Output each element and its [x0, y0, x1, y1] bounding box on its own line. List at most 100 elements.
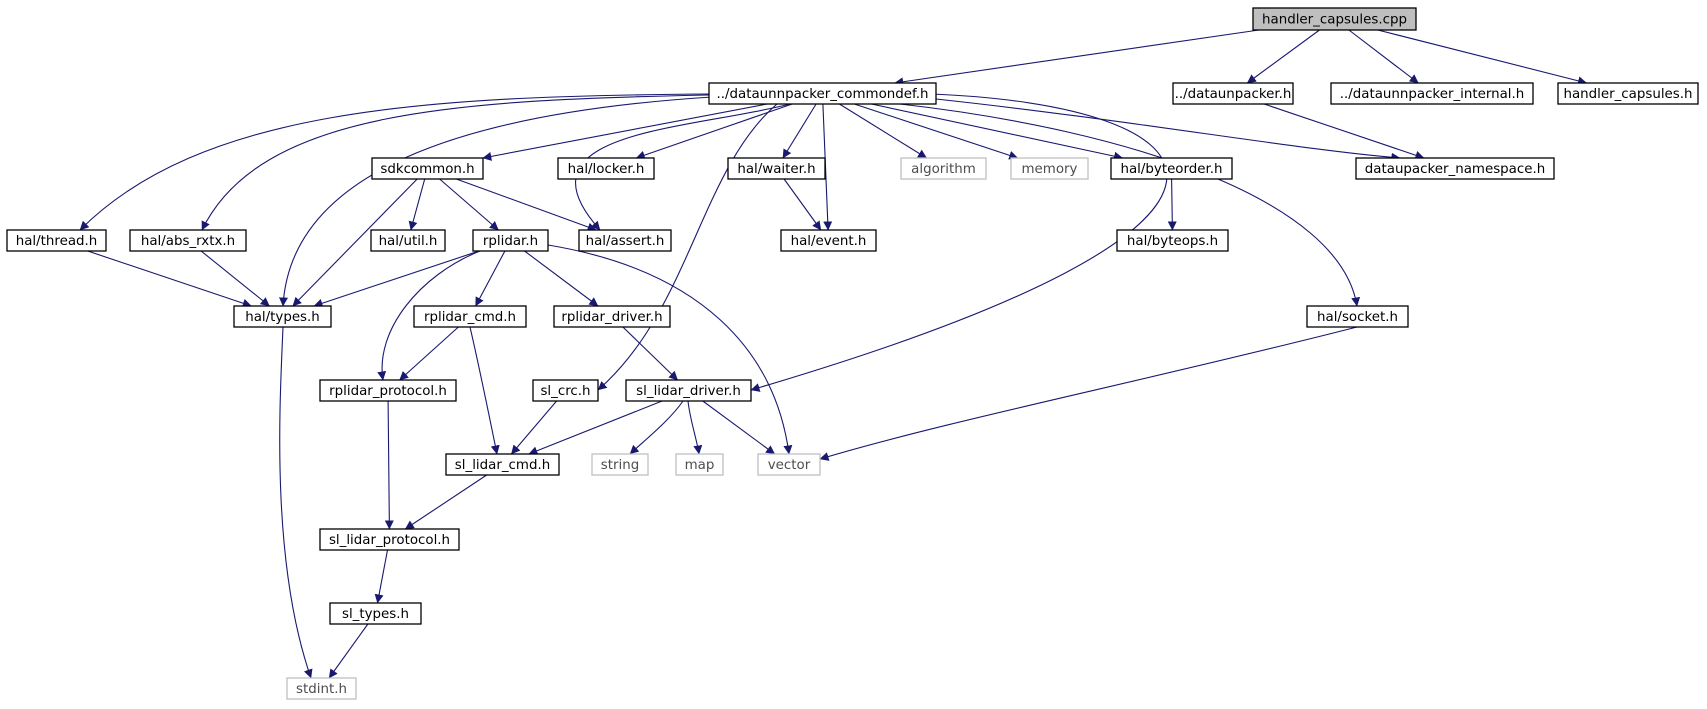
node-rplidar[interactable]: rplidar.h: [472, 229, 549, 252]
node-label: sl_crc.h: [540, 384, 590, 399]
node-box: [329, 602, 422, 625]
node-box: [1306, 305, 1409, 328]
node-label: rplidar_protocol.h: [329, 384, 447, 399]
node-label: handler_capsules.h: [1563, 87, 1692, 102]
node-box: [1355, 157, 1555, 180]
node-stdint: stdint.h: [286, 677, 357, 700]
node-label: stdint.h: [296, 682, 347, 697]
node-box: [708, 82, 937, 105]
edge-commondef-to-waiter: [782, 103, 817, 159]
node-box: [578, 229, 672, 252]
edge-sdkcommon-to-assert: [456, 178, 597, 232]
node-label: hal/event.h: [791, 234, 867, 249]
node-sl_lidar_cmd[interactable]: sl_lidar_cmd.h: [445, 453, 560, 476]
edge-commondef-to-socket: [899, 103, 1361, 307]
node-box: [286, 677, 357, 700]
node-label: vector: [768, 458, 811, 473]
node-byteorder[interactable]: hal/byteorder.h: [1110, 157, 1233, 180]
edge-sl_types-to-stdint: [328, 623, 369, 679]
node-label: hal/locker.h: [568, 162, 645, 177]
edge-commondef-to-namespace: [935, 98, 1401, 162]
node-box: [532, 379, 599, 402]
edge-sdkcommon-to-types: [292, 178, 418, 307]
edge-rplidar-to-vector: [547, 244, 793, 455]
node-locker[interactable]: hal/locker.h: [557, 157, 655, 180]
node-sl_crc[interactable]: sl_crc.h: [532, 379, 599, 402]
node-map: map: [675, 453, 724, 476]
node-label: ../dataunnpacker_commondef.h: [717, 87, 929, 102]
node-box: [472, 229, 549, 252]
node-internal[interactable]: ../dataunnpacker_internal.h: [1330, 82, 1534, 105]
edge-commondef-to-thread: [79, 93, 710, 231]
node-label: hal/thread.h: [16, 234, 98, 249]
edge-commondef-to-sdkcommon: [482, 103, 768, 161]
edge-rplidar-to-rplidar_driver: [524, 250, 599, 307]
edge-commondef-to-sl_lidar_driver: [750, 93, 1168, 392]
node-event[interactable]: hal/event.h: [780, 229, 877, 252]
node-commondef[interactable]: ../dataunnpacker_commondef.h: [708, 82, 937, 105]
node-util[interactable]: hal/util.h: [370, 229, 446, 252]
node-box: [233, 305, 332, 328]
node-box: [1110, 157, 1233, 180]
node-box: [1330, 82, 1534, 105]
edge-sl_lidar_driver-to-string: [629, 400, 684, 455]
edge-commondef-to-memory: [854, 103, 1019, 160]
node-socket[interactable]: hal/socket.h: [1306, 305, 1409, 328]
edge-commondef-to-algorithm: [839, 103, 927, 159]
node-box: [445, 453, 560, 476]
node-string: string: [591, 453, 649, 476]
node-box: [675, 453, 724, 476]
node-rplidar_protocol[interactable]: rplidar_protocol.h: [319, 379, 457, 402]
edge-commondef-to-assert: [574, 103, 791, 231]
node-waiter[interactable]: hal/waiter.h: [727, 157, 826, 180]
node-label: sl_lidar_protocol.h: [329, 533, 450, 548]
node-sl_types[interactable]: sl_types.h: [329, 602, 422, 625]
node-label: ../dataunpacker.h: [1175, 87, 1292, 102]
node-box: [1172, 82, 1294, 105]
edge-root-to-dataunpacker: [1246, 29, 1320, 84]
node-box: [6, 229, 107, 252]
node-label: sl_lidar_cmd.h: [455, 458, 550, 473]
node-dataunpacker[interactable]: ../dataunpacker.h: [1172, 82, 1294, 105]
node-thread[interactable]: hal/thread.h: [6, 229, 107, 252]
node-box: [900, 157, 987, 180]
node-label: ../dataunnpacker_internal.h: [1340, 87, 1525, 102]
node-namespace[interactable]: dataupacker_namespace.h: [1355, 157, 1555, 180]
node-box: [413, 305, 527, 328]
node-label: map: [685, 458, 715, 473]
node-label: hal/byteops.h: [1127, 234, 1218, 249]
node-sl_lidar_protocol[interactable]: sl_lidar_protocol.h: [319, 528, 460, 551]
edge-waiter-to-event: [783, 178, 822, 231]
node-label: memory: [1022, 162, 1078, 177]
node-rplidar_cmd[interactable]: rplidar_cmd.h: [413, 305, 527, 328]
node-capsules_h[interactable]: handler_capsules.h: [1557, 82, 1699, 105]
edge-rplidar-to-rplidar_cmd: [475, 250, 506, 307]
edge-thread-to-types: [87, 250, 252, 308]
node-box: [780, 229, 877, 252]
node-rplidar_driver[interactable]: rplidar_driver.h: [553, 305, 671, 328]
node-box: [319, 528, 460, 551]
node-byteops[interactable]: hal/byteops.h: [1116, 229, 1229, 252]
node-sl_lidar_driver[interactable]: sl_lidar_driver.h: [625, 379, 752, 402]
edge-dataunpacker-to-namespace: [1263, 103, 1425, 160]
node-box: [319, 379, 457, 402]
node-label: rplidar.h: [483, 234, 538, 249]
edges-layer: [79, 29, 1588, 679]
node-sdkcommon[interactable]: sdkcommon.h: [371, 157, 484, 180]
node-box: [625, 379, 752, 402]
edge-sl_lidar_driver-to-map: [687, 400, 703, 455]
node-root[interactable]: handler_capsules.cpp: [1252, 7, 1417, 31]
node-types[interactable]: hal/types.h: [233, 305, 332, 328]
edge-root-to-internal: [1348, 29, 1419, 84]
node-assert[interactable]: hal/assert.h: [578, 229, 672, 252]
node-vector: vector: [757, 453, 821, 476]
node-label: sl_lidar_driver.h: [636, 384, 741, 399]
node-abs_rxtx[interactable]: hal/abs_rxtx.h: [129, 229, 247, 252]
edge-commondef-to-locker: [635, 103, 793, 160]
node-box: [557, 157, 655, 180]
edge-sdkcommon-to-util: [408, 178, 426, 231]
edge-rplidar_cmd-to-rplidar_protocol: [399, 326, 459, 381]
node-label: string: [601, 458, 639, 473]
edge-types-to-stdint: [279, 326, 313, 679]
